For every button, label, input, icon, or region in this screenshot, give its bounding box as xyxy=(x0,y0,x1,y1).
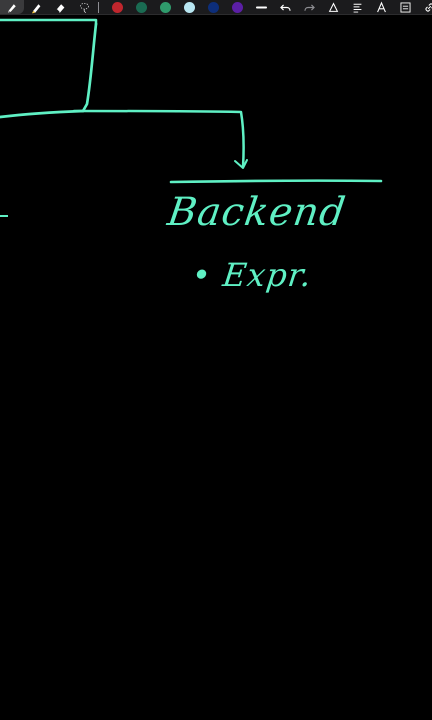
text-format-icon xyxy=(353,3,361,13)
eraser-tool-button[interactable] xyxy=(48,0,72,14)
color-swatch-dark-green[interactable] xyxy=(129,0,153,14)
right-branch-stroke xyxy=(72,109,245,169)
backend-heading: Backend xyxy=(164,190,349,235)
lasso-tool-button[interactable] xyxy=(72,0,96,14)
green-swatch-icon xyxy=(159,1,171,13)
redo-button[interactable] xyxy=(297,0,321,14)
pen-icon xyxy=(7,3,16,13)
left-branch-stroke xyxy=(0,109,85,119)
lasso-icon xyxy=(79,2,89,13)
highlighter-tool-button[interactable] xyxy=(24,0,48,14)
text-icon xyxy=(376,1,386,12)
color-swatch-green[interactable] xyxy=(153,0,177,14)
stroke-width-button[interactable] xyxy=(249,0,273,14)
math-icon xyxy=(399,1,411,13)
text-tool-button[interactable] xyxy=(369,0,393,14)
color-swatch-purple[interactable] xyxy=(225,0,249,14)
color-swatch-light-blue[interactable] xyxy=(177,0,201,14)
pen-tool-button[interactable] xyxy=(0,0,24,14)
highlighter-icon xyxy=(31,3,40,13)
purple-swatch-icon xyxy=(231,1,243,13)
vertical-branch-stroke xyxy=(81,22,98,113)
dark-green-swatch-icon xyxy=(135,1,147,13)
section-rule-stroke xyxy=(169,179,383,184)
stroke-width-icon xyxy=(255,6,267,8)
eraser-icon xyxy=(55,3,64,13)
arrow-tip-stroke xyxy=(234,159,248,169)
redo-icon xyxy=(303,3,315,11)
drawing-toolbar xyxy=(0,0,432,15)
left-edge-ink-mark xyxy=(0,215,8,217)
light-blue-swatch-icon xyxy=(183,1,195,13)
experience-bullet-item: • Expr. xyxy=(190,256,315,294)
color-swatch-red[interactable] xyxy=(105,0,129,14)
top-ink-stroke xyxy=(0,18,98,26)
shapes-icon xyxy=(328,1,338,12)
red-swatch-icon xyxy=(111,1,123,13)
toolbar-divider xyxy=(98,1,99,13)
navy-swatch-icon xyxy=(207,1,219,13)
shapes-button[interactable] xyxy=(321,0,345,14)
undo-button[interactable] xyxy=(273,0,297,14)
undo-icon xyxy=(279,3,291,11)
bullet-label: Expr. xyxy=(220,256,315,294)
text-format-button[interactable] xyxy=(345,0,369,14)
bullet-point: • xyxy=(189,256,215,294)
color-swatch-navy[interactable] xyxy=(201,0,225,14)
math-button[interactable] xyxy=(393,0,417,14)
